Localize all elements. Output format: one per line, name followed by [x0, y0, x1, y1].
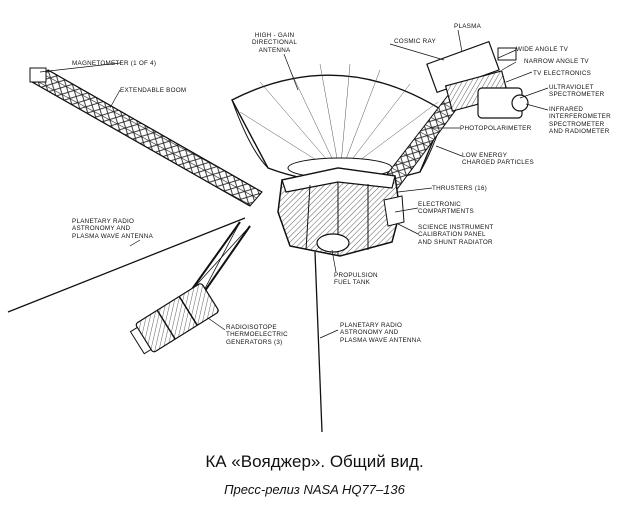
label-rtg: RADIOISOTOPE THERMOELECTRIC GENERATORS (…	[226, 324, 288, 346]
label-photopolarimeter: PHOTOPOLARIMETER	[460, 125, 532, 132]
pra-antenna-bottom	[314, 251, 323, 433]
label-science-calibration-panel: SCIENCE INSTRUMENT CALIBRATION PANEL AND…	[418, 224, 494, 246]
label-thrusters: THRUSTERS (16)	[432, 185, 487, 192]
label-propulsion-fuel-tank: PROPULSION FUEL TANK	[334, 272, 378, 287]
label-cosmic-ray: COSMIC RAY	[394, 38, 436, 45]
spacecraft-bus	[277, 167, 405, 257]
label-electronic-compartments: ELECTRONIC COMPARTMENTS	[418, 201, 474, 216]
magnetometer-boom	[29, 67, 263, 207]
label-tv-electronics: TV ELECTRONICS	[533, 70, 592, 77]
label-narrow-angle-tv: NARROW ANGLE TV	[524, 58, 589, 65]
label-plasma: PLASMA	[454, 23, 482, 30]
label-magnetometer: MAGNETOMETER (1 OF 4)	[72, 60, 157, 67]
label-planetary-radio-left: PLANETARY RADIO ASTRONOMY AND PLASMA WAV…	[72, 218, 154, 240]
figure-caption-source: Пресс-релиз NASA HQ77–136	[224, 482, 405, 497]
label-infrared-interferometer: INFRARED INTERFEROMETER SPECTROMETER AND…	[549, 106, 611, 136]
label-low-energy-charged-particles: LOW ENERGY CHARGED PARTICLES	[462, 152, 534, 167]
label-ultraviolet-spectrometer: ULTRAVIOLET SPECTROMETER	[549, 84, 605, 99]
label-high-gain-antenna: HIGH - GAIN DIRECTIONAL ANTENNA	[252, 32, 298, 54]
label-wide-angle-tv: WIDE ANGLE TV	[516, 46, 569, 53]
leader-lines	[39, 29, 549, 339]
rtg-boom	[129, 221, 251, 355]
label-planetary-radio-bottom: PLANETARY RADIO ASTRONOMY AND PLASMA WAV…	[340, 322, 422, 344]
pra-antenna-left	[7, 217, 246, 313]
figure-caption-title: КА «Вояджер». Общий вид.	[205, 452, 424, 471]
science-boom	[377, 40, 529, 197]
label-extendable-boom: EXTENDABLE BOOM	[120, 87, 187, 94]
